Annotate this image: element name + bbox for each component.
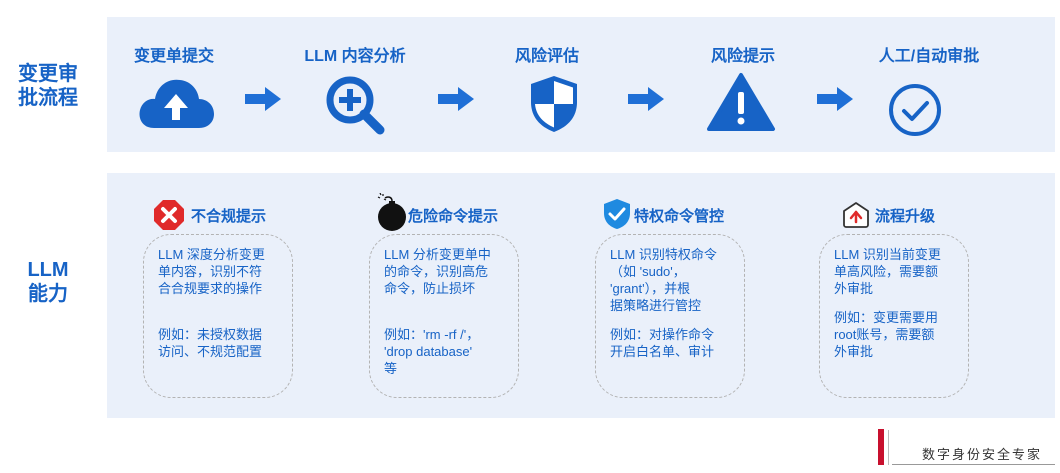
arrow-right-icon — [438, 87, 474, 111]
capability-box-privileged-command — [595, 234, 745, 398]
capability-example-noncompliance: 例如：未授权数据 访问、不规范配置 — [158, 327, 263, 359]
step-title-assessment: 风险评估 — [514, 48, 580, 65]
check-circle-icon — [889, 84, 941, 136]
capability-box-noncompliance — [143, 234, 293, 398]
arrow-right-icon — [628, 87, 664, 111]
approval-flow-label: 变更审 批流程 — [18, 63, 78, 109]
bomb-icon — [377, 193, 406, 231]
step-title-warning: 风险提示 — [710, 48, 776, 65]
x-octagon-icon — [154, 200, 184, 230]
arrow-right-icon — [245, 87, 281, 111]
capability-box-danger-command — [369, 234, 519, 398]
brand-logo-bar — [878, 429, 884, 465]
capability-desc-privileged-command: LLM 识别特权命令 （如 'sudo'， 'grant'），并根 据策略进行管… — [610, 247, 717, 313]
step-title-analysis: LLM 内容分析 — [304, 48, 406, 65]
llm-capabilities-label: LLM 能力 — [27, 259, 69, 305]
capability-example-danger-command: 例如：'rm -rf /'， 'drop database' 等 — [384, 327, 480, 376]
brand-slogan: 数字身份安全专家 — [922, 447, 1043, 462]
capability-title-noncompliance: 不合规提示 — [191, 208, 267, 225]
step-title-submit: 变更单提交 — [133, 48, 215, 65]
capability-example-privileged-command: 例如：对操作命令 开启白名单、审计 — [610, 327, 715, 359]
shield-check-icon — [604, 199, 630, 229]
capability-title-escalation: 流程升级 — [875, 208, 936, 225]
step-title-approval: 人工/自动审批 — [878, 48, 980, 65]
capability-title-danger-command: 危险命令提示 — [408, 208, 499, 225]
magnify-plus-icon — [326, 76, 385, 135]
shield-icon — [531, 76, 577, 132]
capability-desc-danger-command: LLM 分析变更单中 的命令，识别高危 命令，防止损坏 — [384, 247, 491, 296]
capability-box-escalation — [819, 234, 969, 398]
arrow-right-icon — [817, 87, 853, 111]
capability-desc-escalation: LLM 识别当前变更 单高风险，需要额 外审批 — [834, 247, 941, 296]
capability-example-escalation: 例如：变更需要用 root账号，需要额 外审批 — [834, 310, 939, 359]
brand-logo-line — [888, 430, 889, 465]
capability-title-privileged-command: 特权命令管控 — [634, 208, 725, 225]
warning-triangle-icon — [707, 73, 775, 131]
home-up-icon — [843, 202, 869, 228]
cloud-upload-icon — [139, 79, 214, 128]
brand-divider — [892, 464, 1055, 465]
capability-desc-noncompliance: LLM 深度分析变更 单内容，识别不符 合合规要求的操作 — [158, 247, 265, 296]
approval-flow-panel — [107, 17, 1055, 152]
